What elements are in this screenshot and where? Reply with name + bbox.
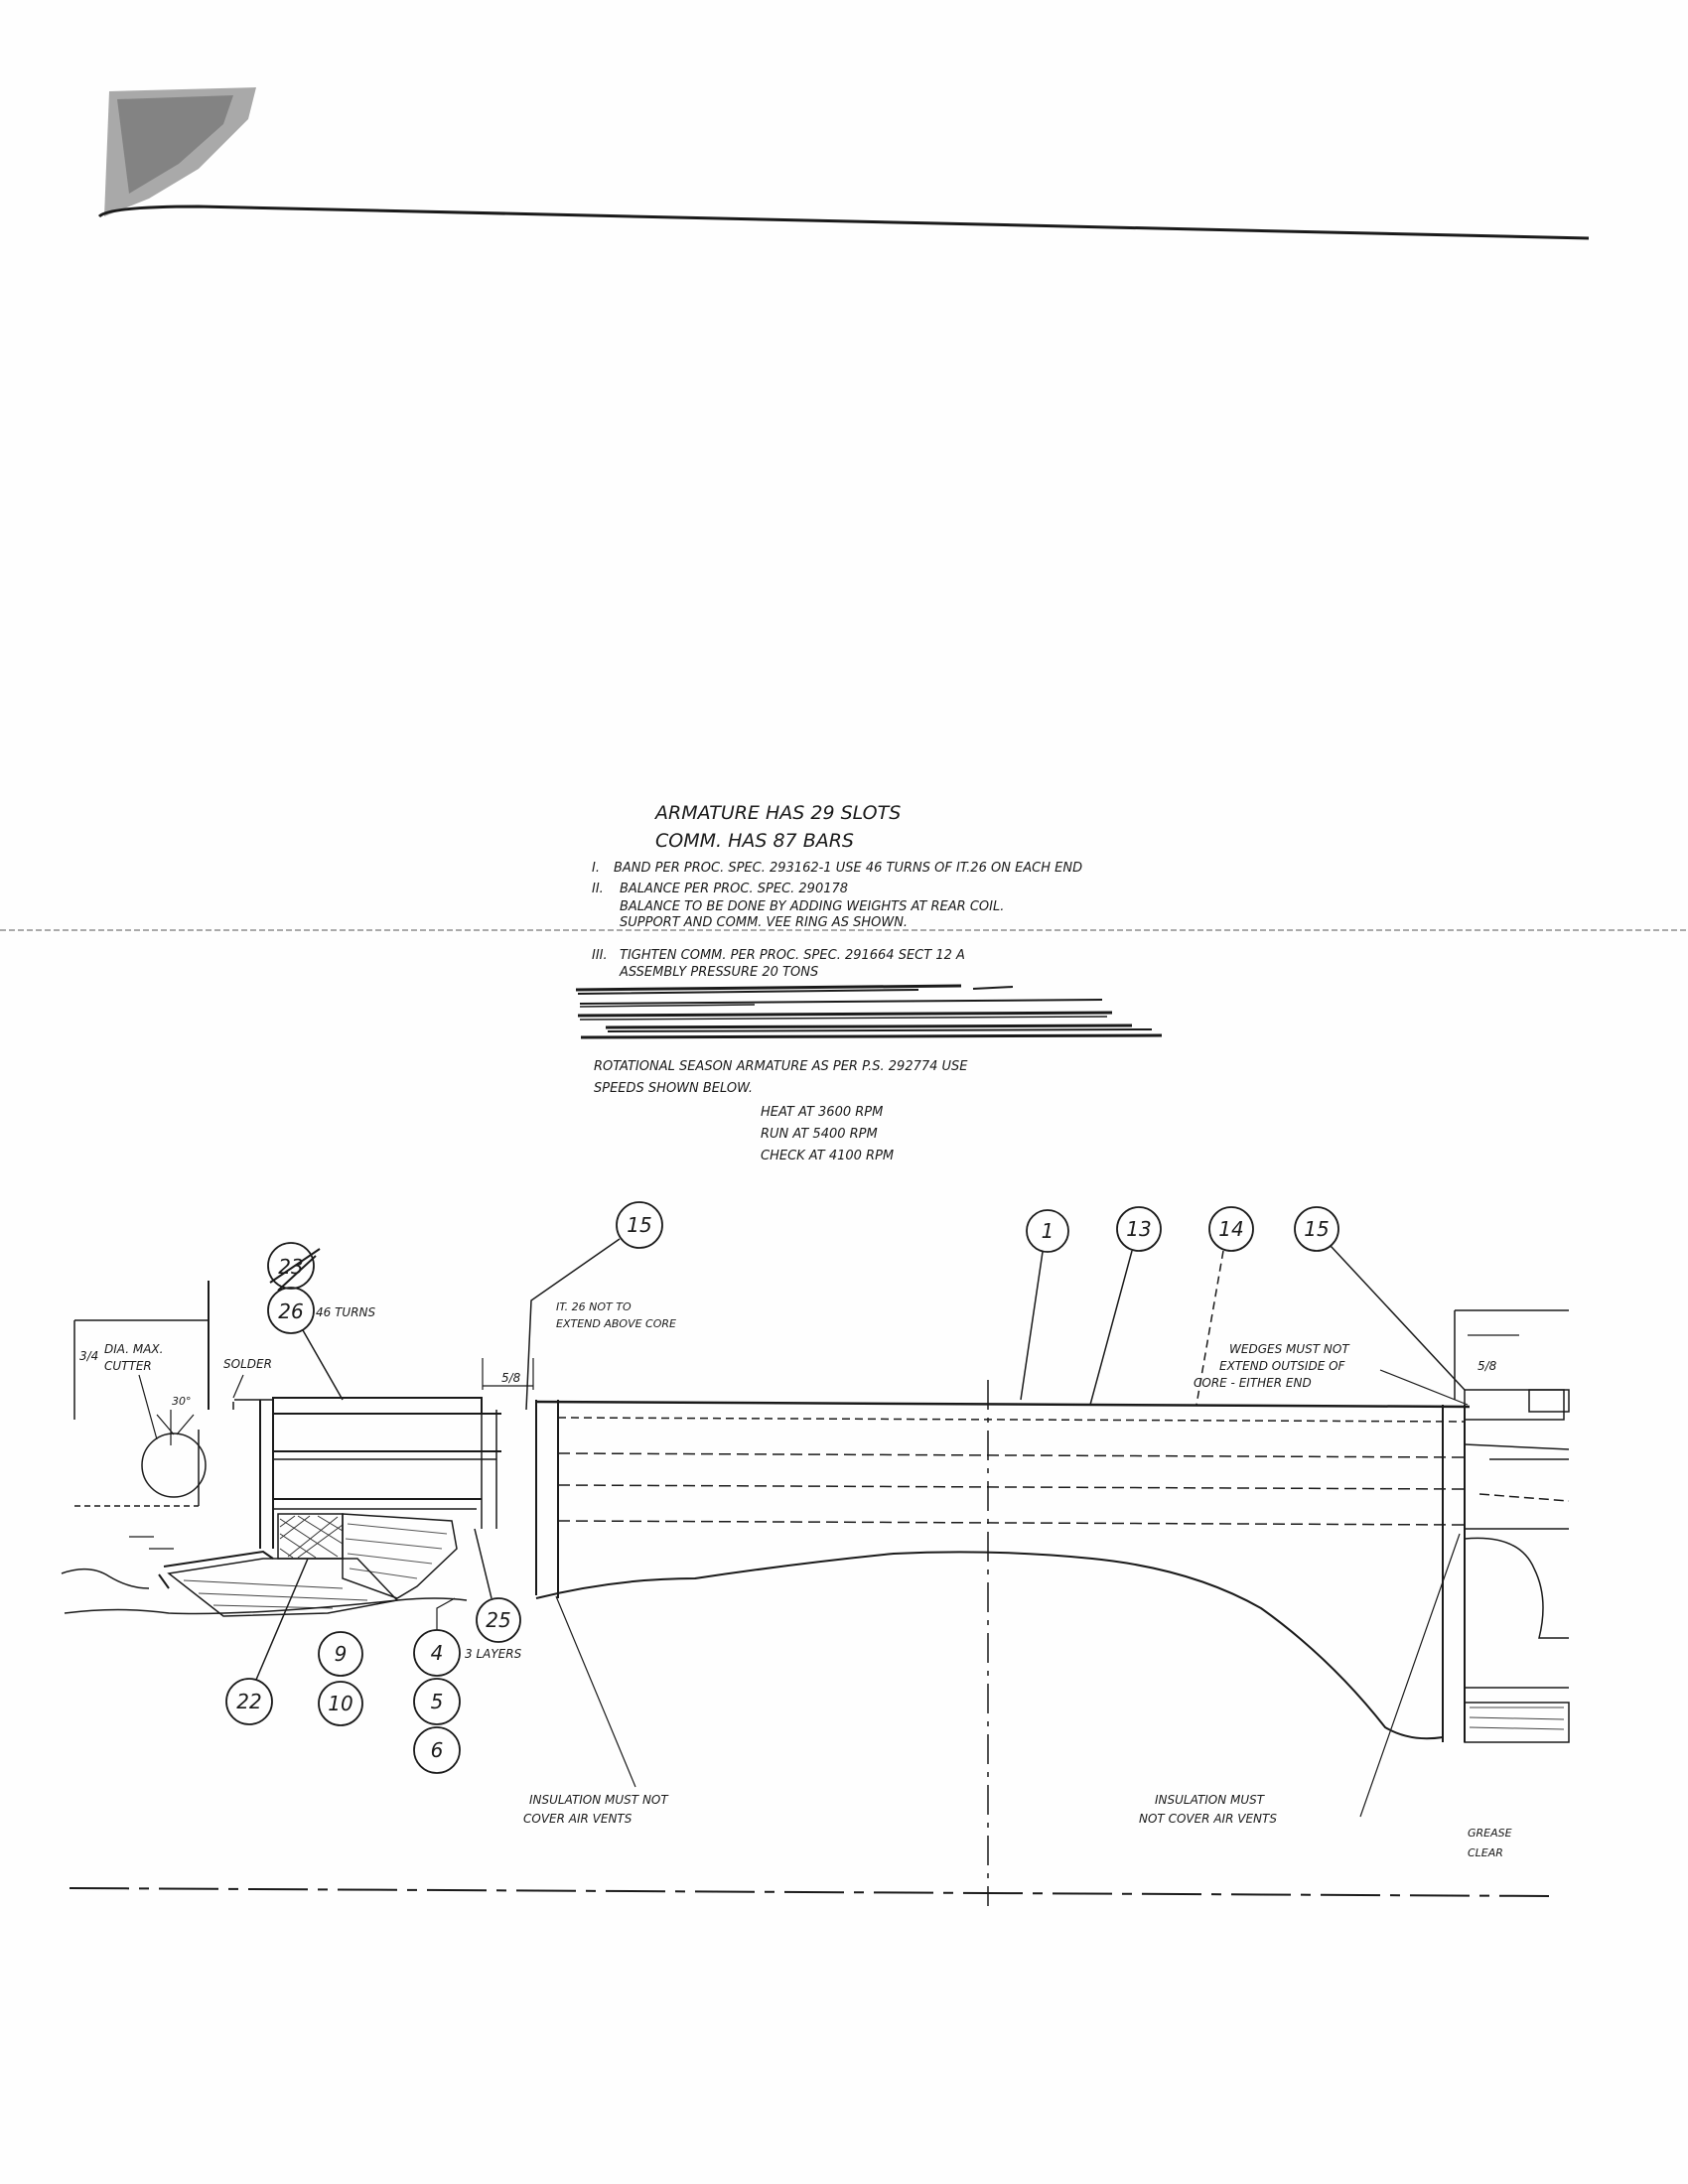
callout-22: 22: [225, 1558, 309, 1725]
note-1-number: I.: [592, 861, 600, 876]
note-bars: COMM. HAS 87 BARS: [655, 830, 854, 852]
scan-smudge: [104, 87, 256, 216]
svg-text:6: 6: [431, 1738, 444, 1762]
callout-1: 1: [1020, 1209, 1069, 1401]
dimension-5-8-right: 5/8: [1477, 1359, 1497, 1373]
vee-ring: [342, 1513, 458, 1599]
note-speeds: SPEEDS SHOWN BELOW.: [594, 1081, 753, 1096]
solder-label: SOLDER: [223, 1357, 272, 1371]
it26-note-line2: EXTEND ABOVE CORE: [556, 1317, 676, 1330]
svg-text:4: 4: [431, 1641, 444, 1665]
wedges-note-line2: EXTEND OUTSIDE OF: [1219, 1359, 1346, 1373]
callout-15-right: 15: [1294, 1206, 1466, 1391]
cut-note-line2: CLEAR: [1468, 1846, 1503, 1859]
drawing-annotations: IT. 26 NOT TO EXTEND ABOVE CORE 3/4 DIA.…: [79, 1300, 1519, 1859]
shaft-break-line: [535, 1551, 1444, 1740]
dimension-5-8-left: 5/8: [501, 1371, 521, 1385]
svg-text:22: 22: [236, 1690, 261, 1713]
callout-25: 25: [474, 1528, 521, 1643]
cutter-note-line1: DIA. MAX.: [104, 1342, 163, 1356]
cutter-circle: [141, 1433, 207, 1498]
svg-text:15: 15: [627, 1213, 651, 1237]
note-heat-speed: HEAT AT 3600 RPM: [761, 1105, 883, 1120]
header-rule: [97, 205, 1590, 240]
note-2-balance: BALANCE PER PROC. SPEC. 290178: [620, 882, 848, 896]
svg-text:1: 1: [1042, 1219, 1055, 1243]
it26-note-line1: IT. 26 NOT TO: [556, 1300, 632, 1313]
callout-26: 26: [267, 1287, 344, 1401]
insulation-note-right-line2: NOT COVER AIR VENTS: [1139, 1812, 1277, 1826]
note-3-pressure: ASSEMBLY PRESSURE 20 TONS: [619, 965, 818, 980]
svg-text:26: 26: [278, 1299, 303, 1323]
note-3-number: III.: [592, 948, 608, 963]
core-top-line: [535, 1400, 1471, 1409]
note-run-speed: RUN AT 5400 RPM: [761, 1127, 878, 1142]
note-slots: ARMATURE HAS 29 SLOTS: [653, 802, 901, 824]
callout-6: 6: [413, 1726, 461, 1774]
angle-label: 30°: [172, 1395, 192, 1408]
callout-15-left: 15: [525, 1201, 663, 1411]
layers-label: 3 LAYERS: [465, 1647, 522, 1661]
svg-text:15: 15: [1304, 1217, 1329, 1241]
armature-section: [61, 1281, 1570, 1906]
svg-text:14: 14: [1218, 1217, 1243, 1241]
note-3-tighten: TIGHTEN COMM. PER PROC. SPEC. 291664 SEC…: [620, 948, 965, 963]
note-1-band: BAND PER PROC. SPEC. 293162-1 USE 46 TUR…: [614, 861, 1082, 876]
note-2-number: II.: [592, 882, 604, 896]
callout-14: 14: [1196, 1206, 1254, 1406]
callout-10: 10: [318, 1681, 363, 1726]
insulation-note-left-line1: INSULATION MUST NOT: [529, 1793, 669, 1807]
shaft-axis-line: [69, 1887, 1550, 1897]
callout-balloons: 15 1 13 14 15 23: [225, 1201, 1466, 1774]
general-notes: ARMATURE HAS 29 SLOTS COMM. HAS 87 BARS …: [575, 802, 1163, 1163]
struck-out-notes: [575, 984, 1163, 1039]
cutter-fraction: 3/4: [79, 1349, 98, 1363]
insulation-note-left-line2: COVER AIR VENTS: [523, 1812, 633, 1826]
note-2-support: SUPPORT AND COMM. VEE RING AS SHOWN.: [620, 915, 908, 930]
note-2-weights: BALANCE TO BE DONE BY ADDING WEIGHTS AT …: [620, 899, 1004, 914]
insulation-note-right-line1: INSULATION MUST: [1155, 1793, 1266, 1807]
cutter-note-line2: CUTTER: [104, 1359, 152, 1373]
note-check-speed: CHECK AT 4100 RPM: [761, 1149, 894, 1163]
callout-5: 5: [413, 1678, 461, 1725]
callout-9: 9: [318, 1631, 363, 1677]
note-rotational-season: ROTATIONAL SEASON ARMATURE AS PER P.S. 2…: [594, 1059, 968, 1074]
svg-text:13: 13: [1126, 1217, 1151, 1241]
svg-text:5: 5: [431, 1690, 444, 1713]
insulation-block: [277, 1513, 344, 1560]
wedges-note-line3: CORE - EITHER END: [1194, 1376, 1312, 1390]
callout-23-struck: 23: [267, 1242, 321, 1292]
svg-text:10: 10: [328, 1692, 352, 1715]
callout-13: 13: [1089, 1206, 1162, 1406]
svg-text:25: 25: [486, 1608, 510, 1632]
wedges-note-line1: WEDGES MUST NOT: [1229, 1342, 1350, 1356]
svg-text:9: 9: [335, 1642, 348, 1666]
turns-label: 46 TURNS: [316, 1305, 376, 1319]
callout-4: 4: [413, 1597, 461, 1677]
cut-note-line1: GREASE: [1468, 1827, 1512, 1840]
